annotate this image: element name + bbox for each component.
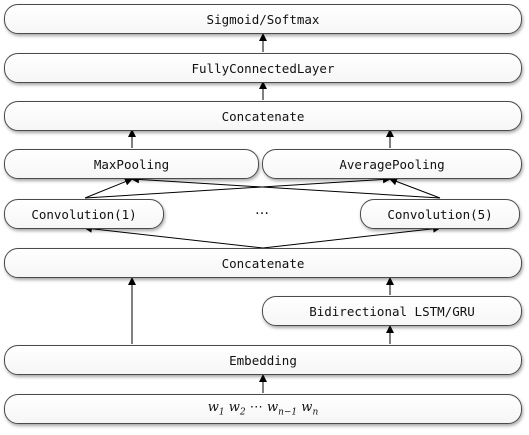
max-pooling-node: MaxPooling	[4, 149, 259, 179]
average-pooling-node: AveragePooling	[262, 149, 522, 179]
input-tokens-label: w1 w2 ⋯ wn−1 wn	[208, 400, 318, 418]
token-w2: w	[228, 400, 240, 416]
token-w2-sub: 2	[239, 407, 246, 418]
arrow-conv5-to-maxpool	[131, 175, 441, 199]
concatenate-top-node: Concatenate	[4, 101, 522, 131]
bilstm-gru-label: Bidirectional LSTM/GRU	[309, 303, 475, 319]
embedding-node: Embedding	[4, 345, 522, 375]
token-wn-sub: n	[312, 407, 319, 418]
max-pooling-label: MaxPooling	[93, 156, 170, 172]
fully-connected-node: FullyConnectedLayer	[4, 53, 522, 83]
convolution-1-node: Convolution(1)	[4, 199, 164, 229]
convolution-1-label: Convolution(1)	[31, 206, 137, 222]
embedding-label: Embedding	[229, 352, 297, 368]
token-w1: w	[207, 400, 219, 416]
concatenate-bottom-node: Concatenate	[4, 248, 522, 278]
arrow-conv5-to-avgpool	[389, 177, 441, 199]
token-wn1: w	[266, 400, 279, 416]
concatenate-bottom-label: Concatenate	[221, 255, 305, 271]
token-dots: ⋯	[249, 400, 263, 416]
input-tokens-node: w1 w2 ⋯ wn−1 wn	[4, 394, 522, 424]
sigmoid-softmax-node: Sigmoid/Softmax	[4, 4, 522, 34]
convolution-5-node: Convolution(5)	[360, 199, 520, 229]
convolution-ellipsis: …	[255, 202, 269, 218]
sigmoid-softmax-label: Sigmoid/Softmax	[206, 11, 320, 27]
arrow-concat-to-conv1	[84, 224, 264, 249]
concatenate-top-label: Concatenate	[221, 108, 305, 124]
average-pooling-label: AveragePooling	[339, 156, 445, 172]
arrow-conv1-to-avgpool	[84, 175, 391, 199]
convolution-5-label: Convolution(5)	[387, 206, 493, 222]
token-wn1-sub: n−1	[278, 407, 298, 418]
bilstm-gru-node: Bidirectional LSTM/GRU	[262, 296, 522, 326]
arrow-conv1-to-maxpool	[84, 177, 133, 199]
fully-connected-label: FullyConnectedLayer	[191, 60, 335, 76]
token-wn: w	[301, 400, 313, 416]
arrow-concat-to-conv5	[262, 224, 441, 249]
token-w1-sub: 1	[218, 407, 225, 418]
